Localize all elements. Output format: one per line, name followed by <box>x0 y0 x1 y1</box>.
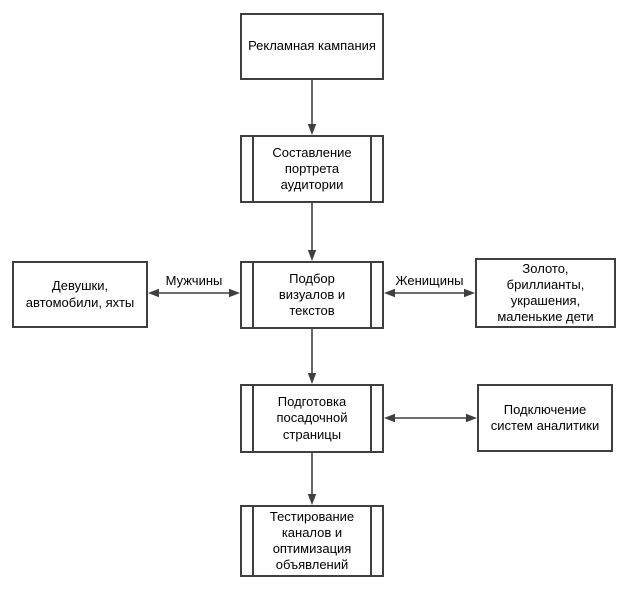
node-label: Девушки, автомобили, яхты <box>25 278 135 310</box>
arrow-visuals-women-interests <box>384 288 475 298</box>
arrow-campaign-to-audience <box>307 80 317 135</box>
subprocess-side-bar <box>370 263 372 327</box>
node-label: Составление портрета аудитории <box>272 144 352 193</box>
subprocess-side-bar <box>252 386 254 451</box>
node-audience-portrait: Составление портрета аудитории <box>240 135 384 203</box>
subprocess-side-bar <box>252 263 254 327</box>
node-label: Тестирование каналов и оптимизация объяв… <box>269 508 355 573</box>
arrow-visuals-men-interests <box>148 288 240 298</box>
node-channel-testing: Тестирование каналов и оптимизация объяв… <box>240 505 384 577</box>
edge-label-men: Мужчины <box>165 273 223 288</box>
arrow-landing-analytics <box>384 413 477 423</box>
node-men-interests: Девушки, автомобили, яхты <box>12 261 148 328</box>
subprocess-side-bar <box>252 137 254 201</box>
node-label: Подбор визуалов и текстов <box>278 270 346 319</box>
subprocess-side-bar <box>370 386 372 451</box>
arrow-landing-to-testing <box>307 453 317 505</box>
node-label: Подключение систем аналитики <box>490 401 600 433</box>
subprocess-side-bar <box>252 507 254 575</box>
node-women-interests: Золото, бриллианты, украшения, маленькие… <box>475 258 616 328</box>
node-label: Подготовка посадочной страницы <box>276 394 348 442</box>
edge-label-women: Женищины <box>395 273 464 288</box>
node-analytics-systems: Подключение систем аналитики <box>477 384 613 452</box>
subprocess-side-bar <box>370 137 372 201</box>
node-advertising-campaign: Рекламная кампания <box>240 13 384 80</box>
node-label: Рекламная кампания <box>248 38 376 54</box>
arrow-visuals-to-landing <box>307 329 317 384</box>
node-label: Золото, бриллианты, украшения, маленькие… <box>497 260 594 325</box>
node-landing-page: Подготовка посадочной страницы <box>240 384 384 453</box>
arrow-audience-to-visuals <box>307 203 317 261</box>
subprocess-side-bar <box>370 507 372 575</box>
node-visuals-and-texts: Подбор визуалов и текстов <box>240 261 384 329</box>
